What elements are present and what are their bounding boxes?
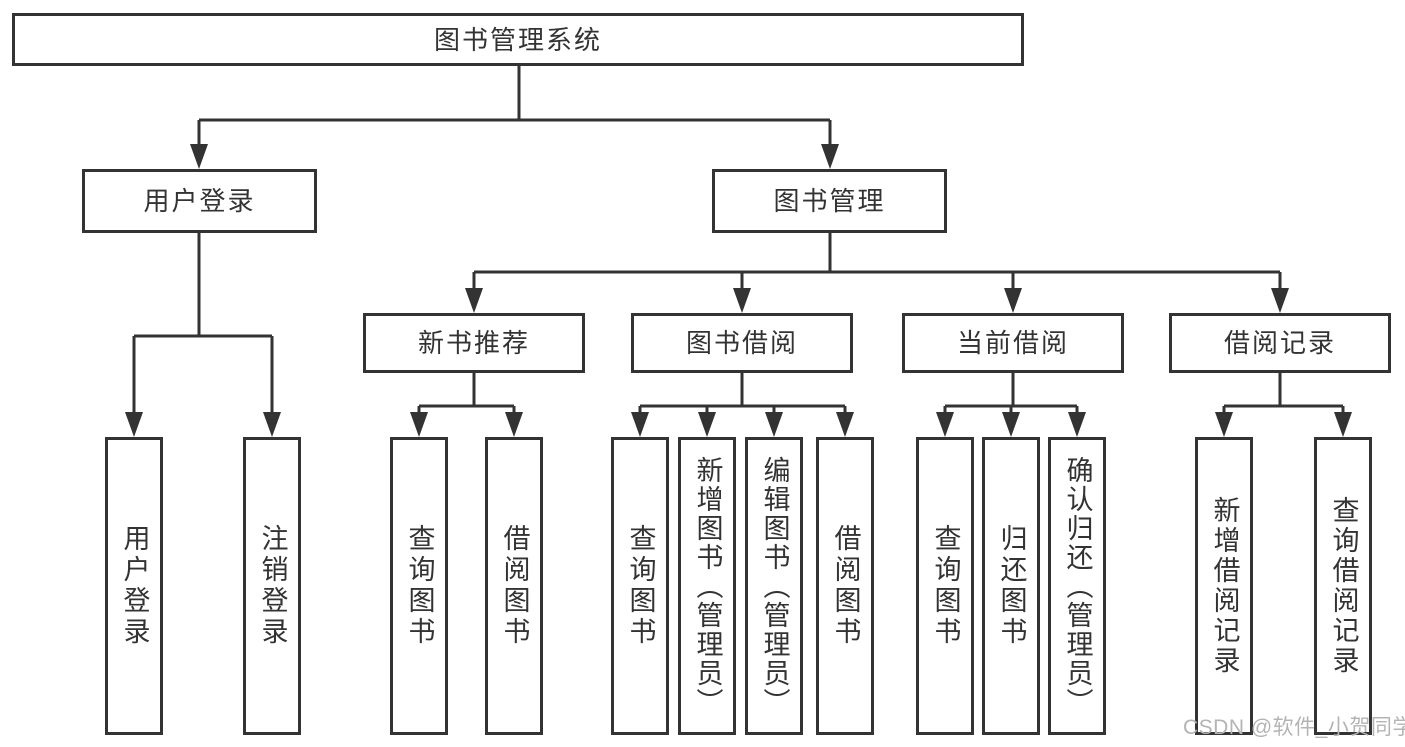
node-label: 查询借阅记录 [1328, 496, 1359, 676]
node-label: 归还图书 [996, 524, 1027, 648]
node-label: 查询图书 [930, 524, 961, 648]
node-label: 查询图书 [625, 524, 656, 648]
csdn-watermark: CSDN @软件_小贺同学 [1183, 716, 1405, 739]
leaf-query-books-current: 查询图书 [916, 437, 974, 735]
leaf-return-books: 归还图书 [982, 437, 1040, 735]
node-label: 用户登录 [119, 524, 150, 648]
node-new-book-recommend: 新书推荐 [363, 313, 585, 373]
node-label: 图书管理系统 [433, 24, 602, 55]
leaf-borrow-books: 借阅图书 [816, 437, 874, 735]
arrowheads [125, 144, 1352, 437]
node-label: 新书推荐 [417, 328, 530, 358]
node-label: 用户登录 [143, 186, 256, 216]
node-borrow-records: 借阅记录 [1169, 313, 1391, 373]
leaf-add-borrow-record: 新增借阅记录 [1195, 437, 1253, 735]
leaf-logout-login: 注销登录 [243, 437, 301, 735]
node-label: 新增借阅记录 [1209, 496, 1240, 676]
node-current-borrow: 当前借阅 [902, 313, 1124, 373]
node-user-login: 用户登录 [82, 169, 317, 233]
leaf-query-books-borrow: 查询图书 [611, 437, 669, 735]
node-label: 借阅图书 [830, 524, 861, 648]
node-label: 查询图书 [404, 524, 435, 648]
node-label: 图书借阅 [685, 328, 798, 358]
node-label: 确认归还（管理员） [1062, 455, 1093, 717]
node-label: 借阅图书 [499, 524, 530, 648]
node-book-borrow: 图书借阅 [631, 313, 853, 373]
node-library-system: 图书管理系统 [12, 13, 1024, 66]
node-label: 当前借阅 [956, 328, 1069, 358]
leaf-query-books-recommend: 查询图书 [390, 437, 448, 735]
node-label: 借阅记录 [1223, 328, 1336, 358]
node-label: 图书管理 [773, 186, 886, 216]
leaf-query-borrow-record: 查询借阅记录 [1314, 437, 1372, 735]
leaf-borrow-books-recommend: 借阅图书 [485, 437, 543, 735]
node-label: 编辑图书（管理员） [759, 455, 790, 717]
node-book-management: 图书管理 [712, 169, 947, 233]
leaf-edit-book-admin: 编辑图书（管理员） [745, 437, 803, 735]
leaf-confirm-return-admin: 确认归还（管理员） [1048, 437, 1106, 735]
leaf-add-book-admin: 新增图书（管理员） [678, 437, 736, 735]
node-label: 注销登录 [257, 524, 288, 648]
leaf-user-login: 用户登录 [105, 437, 163, 735]
node-label: 新增图书（管理员） [692, 455, 723, 717]
